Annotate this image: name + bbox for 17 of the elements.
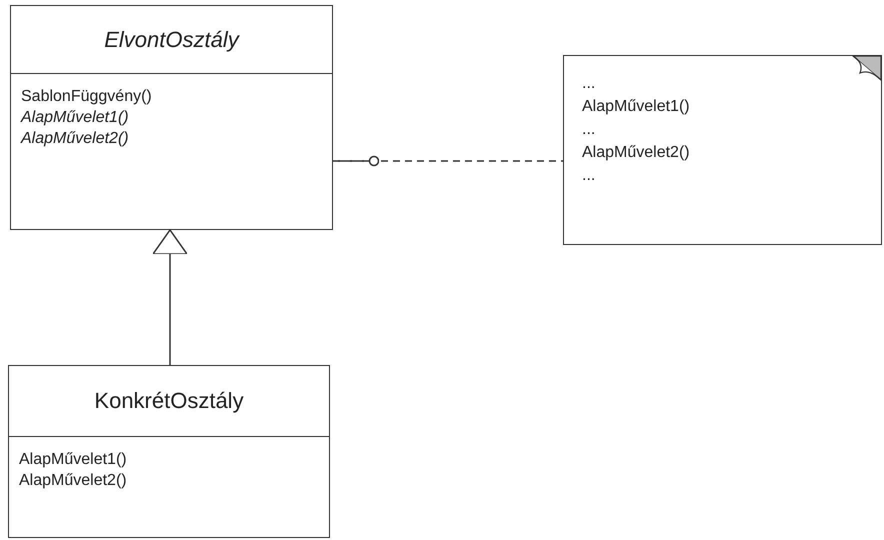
- operation-name: AlapMűvelet1(): [19, 450, 127, 470]
- class-box: [8, 365, 330, 538]
- note-text: ...: [582, 120, 596, 140]
- class-box: [10, 5, 333, 230]
- operation-name: SablonFüggvény(): [21, 87, 152, 107]
- operation-name: AlapMűvelet2(): [21, 129, 129, 149]
- dashed-connector: [332, 156, 563, 166]
- class-name: ElvontOsztály: [104, 26, 239, 52]
- note-box: [563, 55, 882, 245]
- note-text: ...: [582, 166, 596, 186]
- operation-name: AlapMűvelet2(): [19, 471, 127, 491]
- note-text: AlapMűvelet1(): [582, 97, 690, 117]
- inheritance-arrow: [152, 229, 188, 365]
- operation-name: AlapMűvelet1(): [21, 108, 129, 128]
- class-name: KonkrétOsztály: [94, 388, 244, 414]
- note-text: AlapMűvelet2(): [582, 143, 690, 163]
- note-text: ...: [582, 74, 596, 94]
